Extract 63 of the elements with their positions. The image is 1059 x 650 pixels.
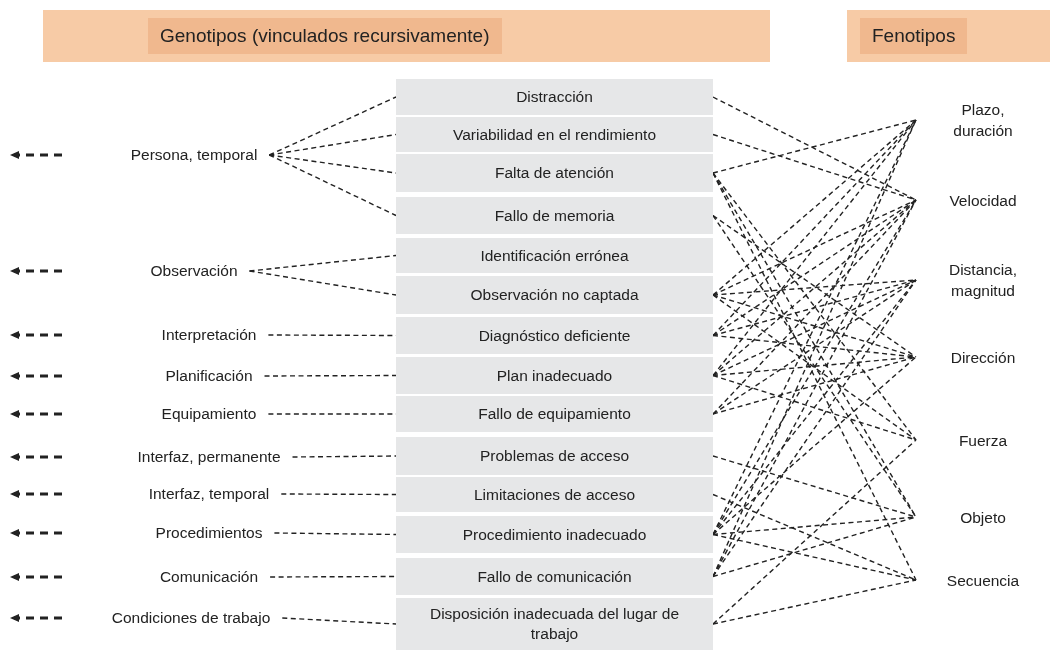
- dashed-connector: [268, 96, 397, 156]
- genotype-box: Limitaciones de acceso: [396, 477, 713, 512]
- dashed-connector: [712, 199, 917, 296]
- dashed-connector: [248, 254, 397, 272]
- genotype-box: Identificación errónea: [396, 238, 713, 273]
- phenotype-label: Distancia, magnitud: [947, 260, 1019, 301]
- genotype-label: Procedimientos: [155, 524, 263, 542]
- dashed-connector: [712, 493, 917, 581]
- genotype-box: Diagnóstico deficiente: [396, 317, 713, 354]
- dashed-connector: [712, 199, 917, 415]
- genotype-label: Persona, temporal: [130, 146, 258, 164]
- dashed-connector: [291, 455, 397, 458]
- genotype-box: Fallo de equipamiento: [396, 396, 713, 432]
- header-title: Genotipos (vinculados recursivamente): [148, 18, 502, 54]
- genotype-box: Observación no captada: [396, 276, 713, 314]
- genotype-label: Comunicación: [159, 568, 259, 586]
- genotype-label: Planificación: [165, 367, 253, 385]
- dashed-connector: [712, 579, 917, 625]
- dashed-connector: [712, 294, 917, 441]
- dashed-connector: [712, 533, 917, 581]
- dashed-connector: [268, 154, 397, 217]
- genotype-box: Falta de atención: [396, 154, 713, 192]
- dashed-connector: [712, 279, 917, 377]
- dashed-connector: [712, 279, 917, 415]
- phenotype-label: Secuencia: [946, 570, 1020, 591]
- dashed-connector: [280, 493, 397, 496]
- phenotype-label: Dirección: [950, 347, 1016, 368]
- genotype-label: Condiciones de trabajo: [111, 609, 271, 627]
- dashed-connector: [263, 374, 397, 377]
- phenotype-label: Plazo, duración: [952, 100, 1014, 141]
- genotype-box: Plan inadecuado: [396, 357, 713, 394]
- header-title: Fenotipos: [860, 18, 968, 54]
- phenotype-label: Objeto: [960, 507, 1006, 528]
- dashed-connector: [712, 439, 917, 625]
- dashed-connector: [712, 96, 917, 201]
- phenotype-label: Fuerza: [958, 430, 1008, 451]
- dashed-connector: [273, 532, 397, 536]
- dashed-connector: [712, 199, 917, 377]
- dashed-connector: [712, 172, 917, 441]
- phenotype-label: Velocidad: [949, 190, 1017, 211]
- genotype-box: Problemas de acceso: [396, 437, 713, 475]
- genotype-box: Disposición inadecuada del lugar de trabajo: [396, 598, 713, 650]
- genotype-box: Fallo de memoria: [396, 197, 713, 234]
- genotype-box: Procedimiento inadecuado: [396, 516, 713, 553]
- dashed-connector: [269, 575, 397, 578]
- dashed-connector: [712, 214, 917, 358]
- dashed-connector: [248, 270, 397, 296]
- genotype-box: Fallo de comunicación: [396, 558, 713, 595]
- genotype-label: Interfaz, temporal: [148, 485, 270, 503]
- genotype-box: Variabilidad en el rendimiento: [396, 117, 713, 152]
- header-band: [43, 10, 770, 62]
- dashed-connector: [281, 617, 397, 625]
- genotype-label: Interpretación: [161, 326, 257, 344]
- genotype-label: Equipamiento: [161, 405, 257, 423]
- dashed-connector: [712, 119, 917, 337]
- dashed-connector: [712, 356, 917, 415]
- genotype-box: Distracción: [396, 79, 713, 115]
- genotype-label: Interfaz, permanente: [137, 448, 281, 466]
- dashed-connector: [712, 356, 917, 536]
- genotype-label: Observación: [150, 262, 238, 280]
- dashed-connector: [712, 119, 917, 296]
- dashed-connector: [712, 119, 917, 174]
- header-band: [847, 10, 1050, 62]
